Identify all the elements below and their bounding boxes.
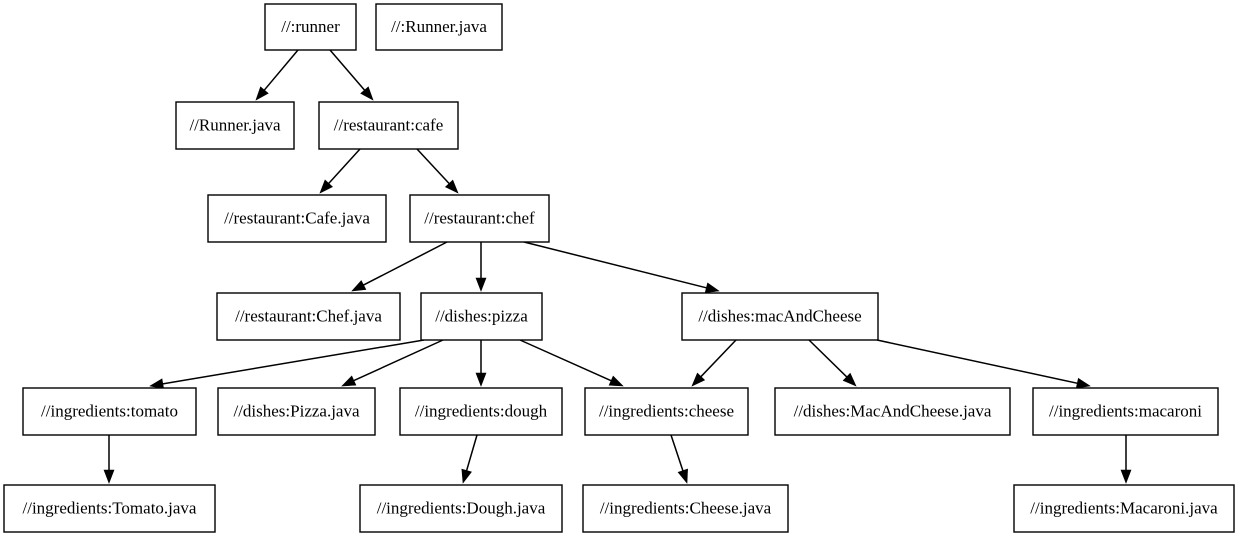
graph-node-label: //restaurant:chef bbox=[424, 208, 535, 227]
edge-dishes_pizza-to-ing_dough bbox=[475, 340, 487, 387]
graph-node-dishes_macandcheese_java[interactable]: //dishes:MacAndCheese.java bbox=[774, 387, 1011, 436]
graph-node-restaurant_chef[interactable]: //restaurant:chef bbox=[409, 194, 550, 243]
graph-node-label: //:Runner.java bbox=[391, 17, 487, 36]
graph-node-restaurant_cafe_java[interactable]: //restaurant:Cafe.java bbox=[207, 194, 387, 243]
graph-node-label: //ingredients:Dough.java bbox=[377, 498, 546, 517]
graph-node-ing_tomato_java[interactable]: //ingredients:Tomato.java bbox=[3, 484, 216, 533]
graph-node-ing_macaroni[interactable]: //ingredients:macaroni bbox=[1032, 387, 1219, 436]
edge-restaurant_cafe-to-restaurant_cafe_java bbox=[319, 148, 361, 194]
graph-node-root_runner_java[interactable]: //:Runner.java bbox=[375, 3, 503, 51]
edge-dishes_macandcheese-to-ing_macaroni bbox=[876, 339, 1091, 389]
edge-restaurant_chef-to-dishes_macandcheese bbox=[523, 241, 720, 294]
edge-dishes_pizza-to-ing_cheese bbox=[519, 339, 624, 387]
graph-node-ing_cheese[interactable]: //ingredients:cheese bbox=[584, 387, 749, 436]
graph-node-ing_tomato[interactable]: //ingredients:tomato bbox=[22, 387, 197, 436]
graph-node-label: //ingredients:dough bbox=[415, 401, 548, 420]
graph-node-label: //:runner bbox=[281, 17, 340, 36]
graph-node-label: //dishes:pizza bbox=[435, 306, 528, 325]
graph-node-label: //ingredients:macaroni bbox=[1049, 401, 1202, 420]
graph-node-ing_cheese_java[interactable]: //ingredients:Cheese.java bbox=[582, 484, 789, 533]
graph-node-runner[interactable]: //:runner bbox=[264, 3, 357, 51]
edge-ing_macaroni-to-ing_macaroni_java bbox=[1120, 435, 1132, 484]
graph-node-label: //restaurant:Chef.java bbox=[235, 306, 382, 325]
edge-dishes_pizza-to-ing_tomato bbox=[149, 339, 425, 390]
graph-node-restaurant_cafe[interactable]: //restaurant:cafe bbox=[318, 101, 459, 150]
graph-node-label: //restaurant:cafe bbox=[334, 115, 444, 134]
graph-node-dishes_pizza_java[interactable]: //dishes:Pizza.java bbox=[217, 387, 376, 436]
graph-node-label: //ingredients:cheese bbox=[599, 401, 734, 420]
graph-node-label: //ingredients:tomato bbox=[41, 401, 178, 420]
graph-node-label: //ingredients:Tomato.java bbox=[23, 498, 197, 517]
graph-node-runner_java[interactable]: //Runner.java bbox=[175, 101, 295, 150]
edges-layer bbox=[103, 49, 1132, 484]
edge-dishes_macandcheese-to-dishes_macandcheese_java bbox=[808, 339, 857, 387]
edge-ing_cheese-to-ing_cheese_java bbox=[670, 434, 688, 484]
graph-node-label: //ingredients:Cheese.java bbox=[600, 498, 772, 517]
edge-runner-to-restaurant_cafe bbox=[329, 49, 374, 101]
edge-ing_dough-to-ing_dough_java bbox=[461, 434, 478, 484]
graph-node-label: //restaurant:Cafe.java bbox=[224, 208, 370, 227]
edge-restaurant_cafe-to-restaurant_chef bbox=[416, 148, 459, 194]
graph-node-restaurant_chef_java[interactable]: //restaurant:Chef.java bbox=[216, 292, 401, 341]
graph-node-label: //dishes:macAndCheese bbox=[698, 306, 861, 325]
graph-node-ing_dough_java[interactable]: //ingredients:Dough.java bbox=[359, 484, 563, 533]
edge-ing_tomato-to-ing_tomato_java bbox=[103, 435, 115, 484]
graph-node-dishes_pizza[interactable]: //dishes:pizza bbox=[420, 292, 543, 341]
graph-node-label: //Runner.java bbox=[189, 115, 281, 134]
edge-dishes_pizza-to-dishes_pizza_java bbox=[341, 339, 444, 387]
edge-dishes_macandcheese-to-ing_cheese bbox=[691, 339, 737, 387]
graph-node-dishes_macandcheese[interactable]: //dishes:macAndCheese bbox=[681, 292, 879, 341]
graph-node-ing_dough[interactable]: //ingredients:dough bbox=[399, 387, 563, 436]
edge-runner-to-runner_java bbox=[255, 49, 299, 101]
graph-node-ing_macaroni_java[interactable]: //ingredients:Macaroni.java bbox=[1013, 484, 1235, 533]
graph-node-label: //dishes:MacAndCheese.java bbox=[794, 401, 992, 420]
graph-node-label: //dishes:Pizza.java bbox=[233, 401, 360, 420]
edge-restaurant_chef-to-dishes_pizza bbox=[475, 242, 487, 292]
nodes-layer: //:runner //:Runner.java //Runner.java //re… bbox=[3, 3, 1235, 533]
edge-restaurant_chef-to-restaurant_chef_java bbox=[351, 241, 448, 292]
graph-node-label: //ingredients:Macaroni.java bbox=[1030, 498, 1218, 517]
